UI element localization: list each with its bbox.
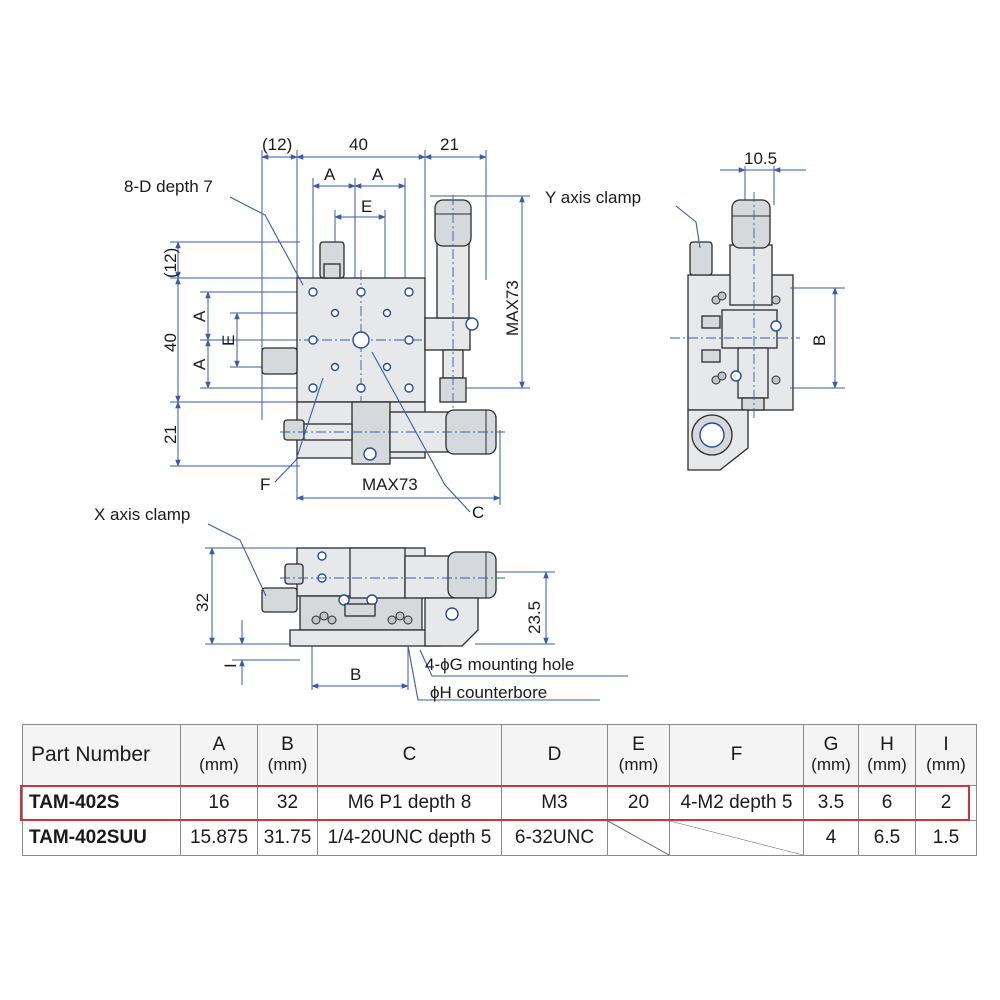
header-c: C	[317, 724, 502, 786]
dim-a-left-1: A	[190, 310, 209, 322]
label-y-axis-clamp: Y axis clamp	[545, 188, 641, 207]
label-f: F	[260, 475, 270, 494]
cell-part: TAM-402SUU	[22, 820, 181, 856]
cell-h: 6	[858, 785, 916, 821]
header-e: E(mm)	[607, 724, 670, 786]
cell-h: 6.5	[858, 820, 916, 856]
dim-a-top-1: A	[324, 165, 336, 184]
cell-f: 4-M2 depth 5	[669, 785, 804, 821]
front-view: X axis clamp 32 23.5 I B 4-ϕG mounting h…	[94, 505, 628, 702]
cell-i: 1.5	[915, 820, 977, 856]
dim-40-top: 40	[349, 135, 368, 154]
table-row: TAM-402SUU 15.875 31.75 1/4-20UNC depth …	[22, 820, 977, 856]
side-view: 10.5 Y axis clamp B	[545, 149, 845, 471]
dim-12-top: (12)	[262, 135, 292, 154]
cell-b: 32	[257, 785, 318, 821]
header-f: F	[669, 724, 804, 786]
cell-d: 6-32UNC	[501, 820, 608, 856]
header-part-number: Part Number	[22, 724, 181, 786]
dim-i: I	[221, 663, 240, 668]
header-h: H(mm)	[858, 724, 916, 786]
label-x-axis-clamp: X axis clamp	[94, 505, 190, 524]
label-counterbore: ϕH counterbore	[430, 683, 547, 702]
header-d: D	[501, 724, 608, 786]
cell-i: 2	[915, 785, 977, 821]
label-c: C	[472, 503, 484, 522]
dim-b-front: B	[350, 665, 361, 684]
dim-b-side: B	[810, 335, 829, 346]
label-8d-depth: 8-D depth 7	[124, 177, 213, 196]
technical-drawing: (12) 40 21 A A E 8-D depth 7 (12) 40 A A…	[94, 135, 845, 702]
cell-a: 16	[180, 785, 258, 821]
cell-e: 20	[607, 785, 670, 821]
spec-table: Part Number A(mm) B(mm) C D E(mm) F G(mm…	[22, 724, 977, 856]
dim-a-top-2: A	[372, 165, 384, 184]
table-header-row: Part Number A(mm) B(mm) C D E(mm) F G(mm…	[22, 724, 977, 786]
cell-d: M3	[501, 785, 608, 821]
dim-21-left: 21	[161, 425, 180, 444]
dim-40-left: 40	[161, 333, 180, 352]
dim-10-5: 10.5	[744, 149, 777, 168]
cell-part: TAM-402S	[22, 785, 181, 821]
cell-e-blank	[607, 820, 670, 856]
label-mounting-hole: 4-ϕG mounting hole	[425, 655, 574, 674]
dim-e-top: E	[361, 197, 372, 216]
header-b: B(mm)	[257, 724, 318, 786]
dim-max73-right: MAX73	[503, 280, 522, 336]
dim-21-top: 21	[440, 135, 459, 154]
header-g: G(mm)	[803, 724, 859, 786]
top-view: (12) 40 21 A A E 8-D depth 7 (12) 40 A A…	[124, 135, 530, 522]
dim-a-left-2: A	[190, 358, 209, 370]
cell-g: 3.5	[803, 785, 859, 821]
header-i: I(mm)	[915, 724, 977, 786]
dim-12-left: (12)	[161, 248, 180, 278]
dim-23-5: 23.5	[525, 601, 544, 634]
cell-c: M6 P1 depth 8	[317, 785, 502, 821]
dim-max73-bottom: MAX73	[362, 475, 418, 494]
cell-g: 4	[803, 820, 859, 856]
cell-b: 31.75	[257, 820, 318, 856]
dim-32: 32	[193, 593, 212, 612]
cell-f-blank	[669, 820, 804, 856]
dim-e-left: E	[219, 335, 238, 346]
header-a: A(mm)	[180, 724, 258, 786]
table-row: TAM-402S 16 32 M6 P1 depth 8 M3 20 4-M2 …	[22, 785, 977, 821]
cell-a: 15.875	[180, 820, 258, 856]
cell-c: 1/4-20UNC depth 5	[317, 820, 502, 856]
